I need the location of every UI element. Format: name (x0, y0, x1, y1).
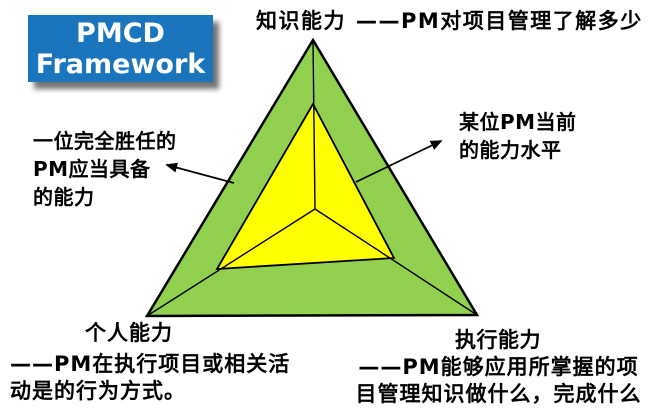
pmcd-framework-title-box: PMCD Framework (28, 15, 213, 82)
title-line-framework: Framework (35, 49, 206, 80)
personal-axis-desc-line-2: 动是的行为方式。 (10, 379, 186, 403)
personal-axis-name: 个人能力 (85, 321, 173, 345)
inner-triangle-current-competency (215, 102, 396, 271)
arrow-to-competent-label (165, 162, 235, 184)
knowledge-axis-desc: ——PM对项目管理了解多少 (356, 9, 643, 33)
fully-competent-line-1: 一位完全胜任的 (33, 129, 177, 153)
performance-axis-desc-line-2: 目管理知识做什么，完成什么 (355, 382, 642, 406)
knowledge-axis-label: 知识能力 ——PM对项目管理了解多少 (256, 8, 643, 34)
performance-axis-desc-line-1: ——PM能够应用所掌握的项 (358, 355, 639, 379)
current-level-annotation: 某位PM当前 的能力水平 (459, 108, 577, 164)
current-level-line-1: 某位PM当前 (459, 110, 577, 134)
fully-competent-annotation: 一位完全胜任的 PM应当具备 的能力 (33, 127, 177, 211)
knowledge-axis-name: 知识能力 (256, 9, 346, 33)
personal-axis-desc-line-1: ——PM在执行项目或相关活 (10, 352, 291, 376)
personal-axis-desc: ——PM在执行项目或相关活 动是的行为方式。 (10, 351, 290, 405)
title-line-pmcd: PMCD (76, 18, 165, 49)
performance-axis-desc: ——PM能够应用所掌握的项 目管理知识做什么，完成什么 (332, 354, 665, 408)
axis-spoke-knowledge (312, 39, 316, 210)
fully-competent-line-2: PM应当具备 (33, 157, 151, 181)
axis-spoke-performance (314, 208, 478, 316)
axis-spoke-personal (146, 208, 316, 317)
current-level-line-2: 的能力水平 (459, 138, 562, 162)
fully-competent-line-3: 的能力 (33, 185, 95, 209)
arrow-to-current-label (355, 140, 443, 183)
performance-axis-name: 执行能力 (455, 328, 541, 352)
